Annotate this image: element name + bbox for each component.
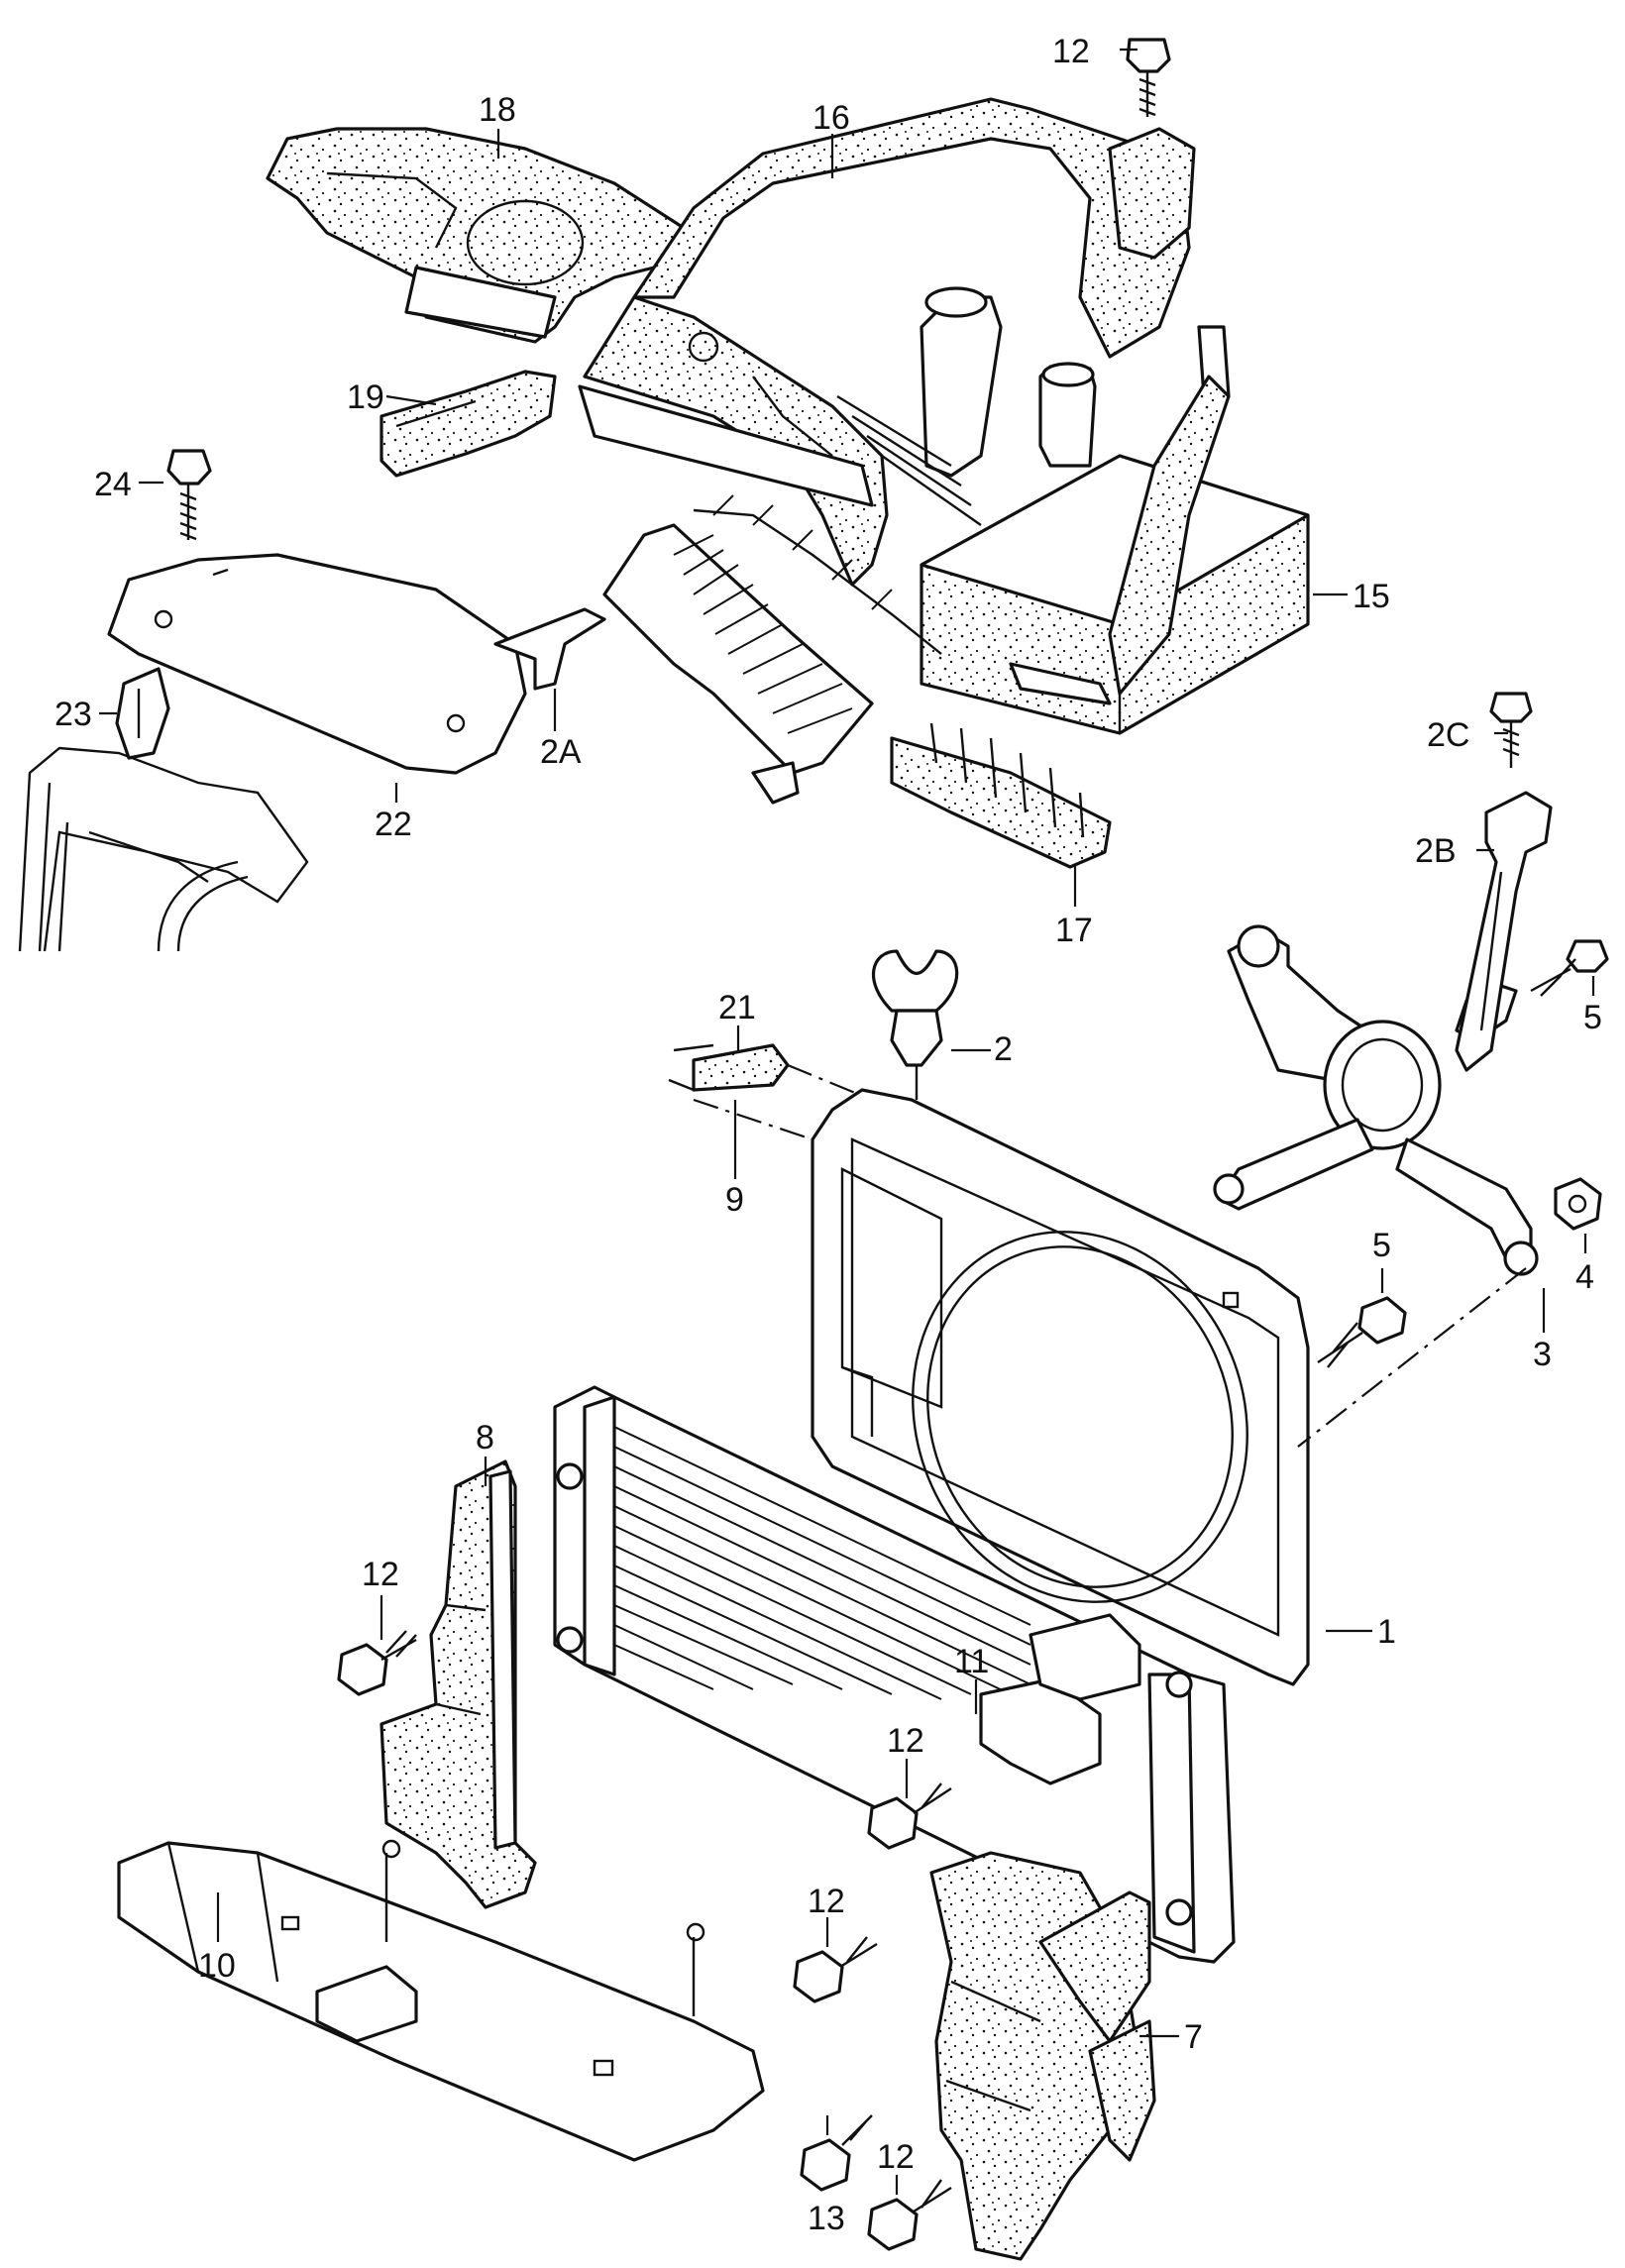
- callout-24: 24: [94, 466, 132, 503]
- part-21-foam-strip: [668, 1043, 873, 1141]
- part-12-screw-lower-b: [867, 2179, 952, 2251]
- radiator: [553, 1385, 1236, 1964]
- callout-12-lower-b: 12: [877, 2138, 915, 2176]
- part-10-lower-panel: [117, 1839, 765, 2162]
- leader-lines: [99, 48, 1595, 2195]
- callout-18: 18: [479, 91, 516, 129]
- callout-19: 19: [347, 378, 384, 416]
- heater-pipe-stubs: [836, 286, 1097, 526]
- callout-17: 17: [1055, 912, 1093, 949]
- part-7-air-guide: [929, 1851, 1156, 2261]
- part-12-screw-left: [337, 1630, 417, 1696]
- part-2C-screw: [1489, 692, 1533, 768]
- callout-labels: 1 2 2A 2B 2C 3 4 5 5 7 8 9 10 11 12 12 1…: [54, 33, 1602, 2237]
- part-4-nut: [1554, 1177, 1602, 1231]
- callout-7: 7: [1184, 2018, 1203, 2056]
- callout-11: 11: [954, 1643, 989, 1680]
- part-18-duct-cover: [266, 127, 686, 344]
- part-24-screw: [166, 449, 212, 541]
- callout-10: 10: [198, 1947, 236, 1985]
- part-11-bracket: [979, 1613, 1141, 1785]
- part-12-screw-middle: [867, 1782, 952, 1850]
- part-2-push-clip: [872, 949, 959, 1100]
- part-8-side-seal: [379, 1459, 537, 1909]
- callout-13: 13: [808, 2200, 845, 2237]
- callout-8: 8: [476, 1419, 494, 1457]
- lock-carrier-corner: [18, 746, 309, 952]
- callout-21: 21: [718, 989, 756, 1026]
- callout-12-top: 12: [1052, 33, 1090, 70]
- part-13-screw: [800, 2114, 873, 2192]
- part-5-screw-lower: [1317, 1296, 1407, 1368]
- callout-2B: 2B: [1415, 832, 1457, 870]
- fan-motor-bracket: [1213, 924, 1539, 1276]
- part-5-screw-upper: [1530, 939, 1609, 997]
- part-19-air-guide: [379, 370, 557, 478]
- part-16-top-frame: [578, 97, 1196, 587]
- callout-4: 4: [1575, 1258, 1594, 1296]
- callout-12-middle: 12: [887, 1722, 924, 1760]
- callout-3: 3: [1533, 1336, 1552, 1373]
- mounting-axis-line: [1297, 1267, 1527, 1448]
- part-17-clip-strip: [890, 722, 1112, 869]
- callout-12-lower-a: 12: [808, 1883, 845, 1920]
- part-1-fan-shroud: [811, 1088, 1310, 1686]
- part-22-cover-plate: [107, 553, 527, 775]
- callout-23: 23: [54, 696, 92, 733]
- part-12-screw-top: [1126, 38, 1171, 117]
- callout-15: 15: [1353, 578, 1390, 615]
- part-23-clip: [115, 667, 170, 760]
- part-2B-bracket: [1455, 791, 1553, 1072]
- callout-22: 22: [375, 806, 412, 843]
- callout-5-lower: 5: [1372, 1227, 1391, 1264]
- part-15-heater-core: [920, 325, 1310, 735]
- callout-1: 1: [1377, 1613, 1396, 1651]
- callout-5-upper: 5: [1583, 999, 1602, 1036]
- callout-12-left: 12: [362, 1556, 399, 1593]
- part-2A-bracket: [493, 607, 606, 691]
- callout-2A: 2A: [540, 733, 582, 771]
- callout-2C: 2C: [1427, 716, 1469, 754]
- part-12-screw-lower-a: [793, 1936, 878, 2003]
- heater-matrix: [602, 494, 942, 805]
- callout-2: 2: [994, 1030, 1013, 1068]
- callout-16: 16: [812, 99, 850, 137]
- callout-9: 9: [725, 1181, 744, 1219]
